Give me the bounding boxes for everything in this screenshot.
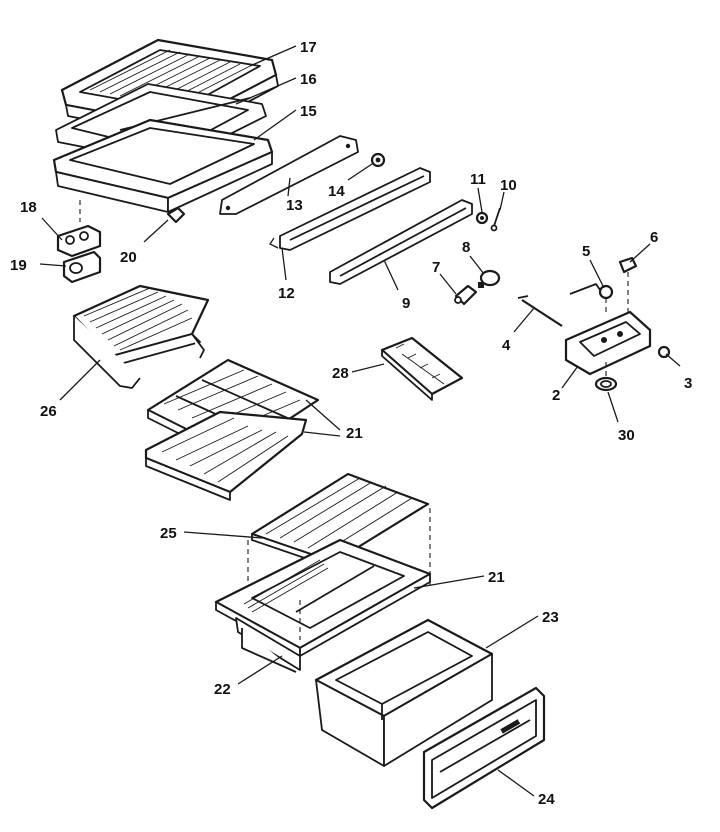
callout-21b: 21	[488, 569, 505, 586]
callout-5: 5	[582, 243, 590, 260]
part-8-bulb	[478, 269, 501, 288]
callout-15: 15	[300, 103, 317, 120]
part-12-rail	[269, 167, 431, 251]
part-23-crisper-drawer	[314, 618, 494, 767]
part-18-holder	[56, 224, 102, 258]
callout-2: 2	[552, 387, 560, 404]
callout-18: 18	[20, 199, 37, 216]
callout-30: 30	[618, 427, 635, 444]
callout-28: 28	[332, 365, 349, 382]
part-9-rail	[329, 199, 473, 285]
callout-16: 16	[300, 71, 317, 88]
callout-8: 8	[462, 239, 470, 256]
part-30-lens	[594, 376, 618, 392]
callout-25: 25	[160, 525, 177, 542]
callout-labels: 17 16 15 13 14 11 10 18 19 20 12 9 8 7 6…	[10, 39, 692, 808]
part-5-switch	[569, 283, 614, 300]
callout-24: 24	[538, 791, 555, 808]
callout-11: 11	[470, 171, 486, 188]
part-22-frame-support	[235, 600, 301, 673]
leader-lines	[39, 45, 681, 797]
callout-21a: 21	[346, 425, 363, 442]
part-21-shelves-lower	[144, 410, 308, 501]
callout-10: 10	[500, 177, 517, 194]
part-6-screw	[618, 256, 638, 274]
callout-17: 17	[300, 39, 317, 56]
part-14-knob	[370, 152, 386, 168]
part-20-clip	[166, 206, 186, 224]
part-24-drawer-front	[422, 686, 546, 810]
part-13-shelf-rail	[219, 135, 359, 215]
callout-13: 13	[286, 197, 303, 214]
callout-26: 26	[40, 403, 57, 420]
callout-7: 7	[432, 259, 440, 276]
callout-9: 9	[402, 295, 410, 312]
callout-3: 3	[684, 375, 692, 392]
callout-12: 12	[278, 285, 295, 302]
part-7-lamp-socket	[454, 284, 478, 306]
part-4-pin	[517, 295, 563, 327]
part-15-shelf-base	[52, 118, 274, 213]
callout-22: 22	[214, 681, 231, 698]
part-11-nut	[475, 211, 489, 225]
part-21-crisper-frame	[214, 538, 432, 657]
part-2-light-housing	[564, 310, 652, 376]
callout-23: 23	[542, 609, 559, 626]
part-28-ice-tray	[380, 336, 464, 401]
callout-19: 19	[10, 257, 27, 274]
part-19-holder	[62, 250, 102, 284]
part-10-screw	[490, 207, 501, 232]
part-26-wire-shelf	[72, 284, 210, 389]
callout-14: 14	[328, 183, 345, 200]
callout-4: 4	[502, 337, 511, 354]
callout-20: 20	[120, 249, 137, 266]
callout-6: 6	[650, 229, 658, 246]
